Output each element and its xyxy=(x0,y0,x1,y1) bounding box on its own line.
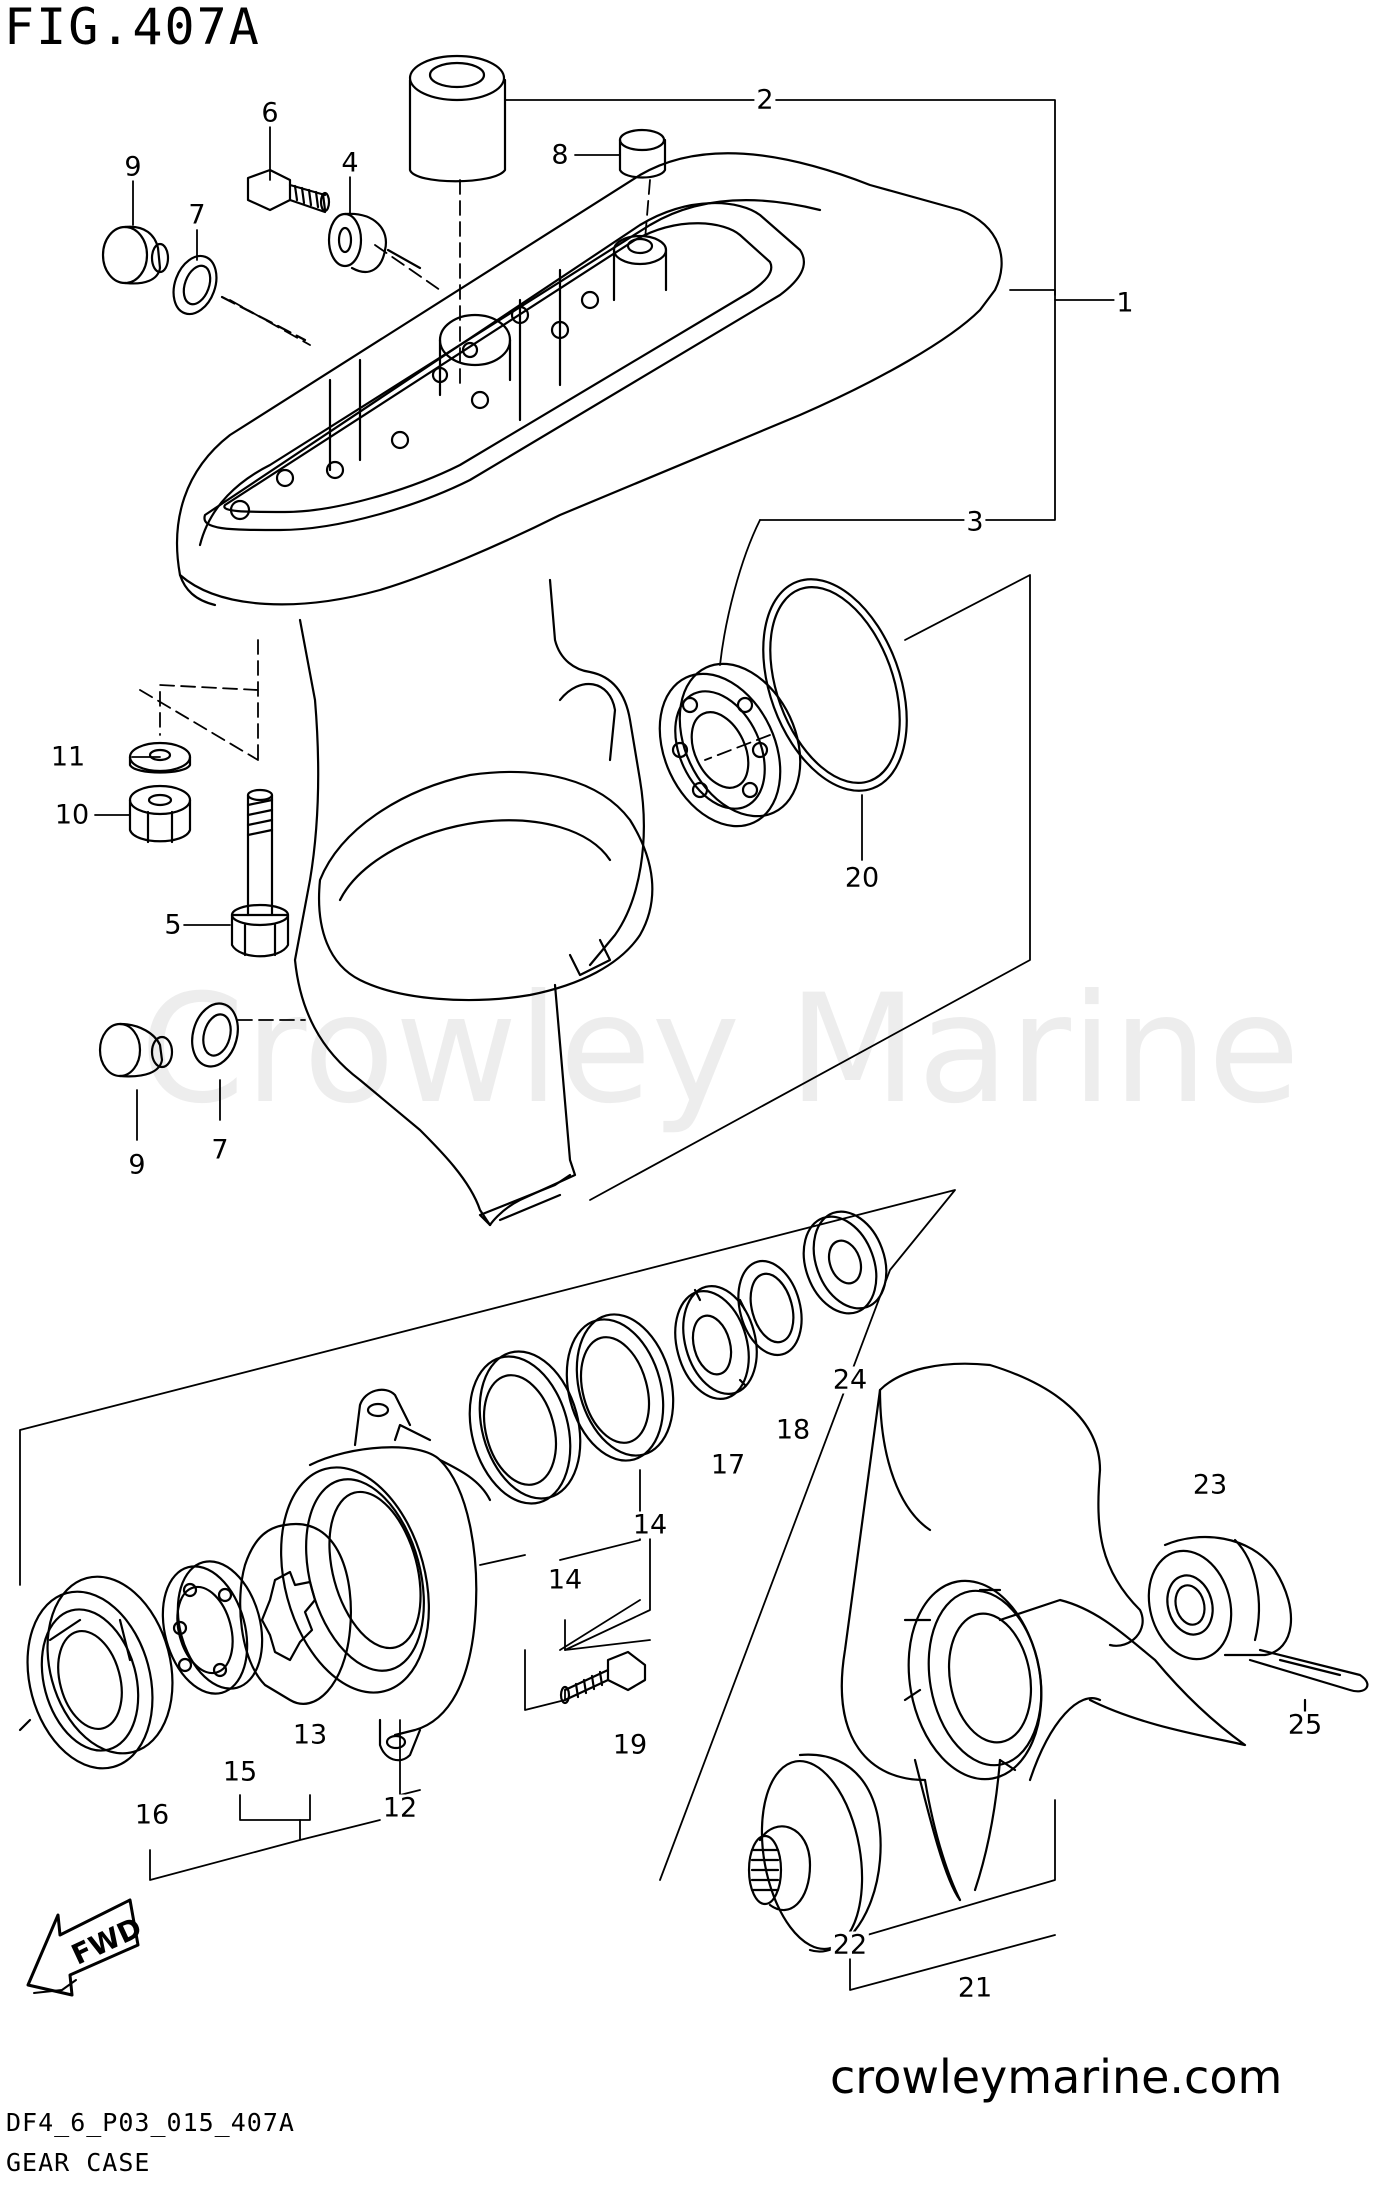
callout-6[interactable]: 6 xyxy=(259,97,281,129)
callout-20[interactable]: 20 xyxy=(842,862,882,894)
part-8-grommet xyxy=(618,128,667,179)
drawing-code: DF4_6_P03_015_407A xyxy=(6,2108,295,2137)
callout-18[interactable]: 18 xyxy=(773,1414,813,1446)
gear-case-housing xyxy=(176,152,1003,1227)
callout-9-top[interactable]: 9 xyxy=(122,151,144,183)
callout-23[interactable]: 23 xyxy=(1190,1469,1230,1501)
callout-leaders xyxy=(94,99,1126,1201)
callout-11[interactable]: 11 xyxy=(48,741,88,773)
part-4-bushing xyxy=(327,212,422,274)
part-22-thrust-hub xyxy=(747,1753,882,1953)
callout-24[interactable]: 24 xyxy=(830,1364,870,1396)
callout-8[interactable]: 8 xyxy=(549,139,571,171)
part-2-collar xyxy=(408,54,507,183)
part-12-bearing-housing xyxy=(280,1388,492,1762)
part-17-seal xyxy=(674,1285,758,1400)
part-21-propeller xyxy=(840,1362,1247,1902)
part-7-gasket-bottom xyxy=(191,1002,239,1068)
part-20-o-ring xyxy=(762,578,908,792)
callout-17[interactable]: 17 xyxy=(708,1449,748,1481)
figure-title: FIG.407A xyxy=(4,0,261,56)
callout-15[interactable]: 15 xyxy=(220,1756,260,1788)
callout-4[interactable]: 4 xyxy=(339,147,361,179)
part-25-cotter-pin xyxy=(1248,1648,1369,1717)
part-19-bolt xyxy=(559,1650,647,1705)
callout-7-bottom[interactable]: 7 xyxy=(209,1134,231,1166)
part-7-gasket-top xyxy=(172,254,307,342)
callout-16[interactable]: 16 xyxy=(132,1799,172,1831)
callout-12[interactable]: 12 xyxy=(380,1792,420,1824)
part-14b-bearing xyxy=(565,1313,675,1462)
part-9-plug-top xyxy=(101,225,170,285)
part-11-washer xyxy=(128,741,192,774)
part-24-spacer xyxy=(802,1210,888,1315)
callout-3[interactable]: 3 xyxy=(964,506,986,538)
callout-5[interactable]: 5 xyxy=(162,909,184,941)
part-15-bearing xyxy=(161,1560,264,1695)
part-13-lock-plate xyxy=(239,1522,352,1705)
propeller-shaft-bracket xyxy=(19,1189,1056,1991)
part-10-nut xyxy=(128,784,192,844)
part-16-bearing xyxy=(18,1575,174,1770)
callout-10[interactable]: 10 xyxy=(52,799,92,831)
callout-7-top[interactable]: 7 xyxy=(186,199,208,231)
callout-9-bottom[interactable]: 9 xyxy=(126,1149,148,1181)
callout-14-upper[interactable]: 14 xyxy=(630,1509,670,1541)
callout-2[interactable]: 2 xyxy=(754,84,776,116)
section-name: GEAR CASE xyxy=(6,2148,151,2177)
part-14a-bearing xyxy=(468,1350,582,1505)
callout-22[interactable]: 22 xyxy=(830,1929,870,1961)
callout-25[interactable]: 25 xyxy=(1285,1709,1325,1741)
callout-1[interactable]: 1 xyxy=(1114,287,1136,319)
website-link[interactable]: crowleymarine.com xyxy=(830,2050,1283,2104)
part-5-stud-bolt xyxy=(230,788,290,958)
part-23-propeller-nut xyxy=(1147,1535,1293,1661)
part-3-bearing xyxy=(658,662,802,828)
part-9-plug-bottom xyxy=(98,1022,174,1078)
part-18-washer xyxy=(737,1259,803,1357)
part-6-bolt xyxy=(246,168,331,214)
callout-21[interactable]: 21 xyxy=(955,1972,995,2004)
callout-13[interactable]: 13 xyxy=(290,1719,330,1751)
callout-14-lower[interactable]: 14 xyxy=(545,1564,585,1596)
fwd-arrow-icon: FWD xyxy=(26,1898,147,1997)
callout-19[interactable]: 19 xyxy=(610,1729,650,1761)
